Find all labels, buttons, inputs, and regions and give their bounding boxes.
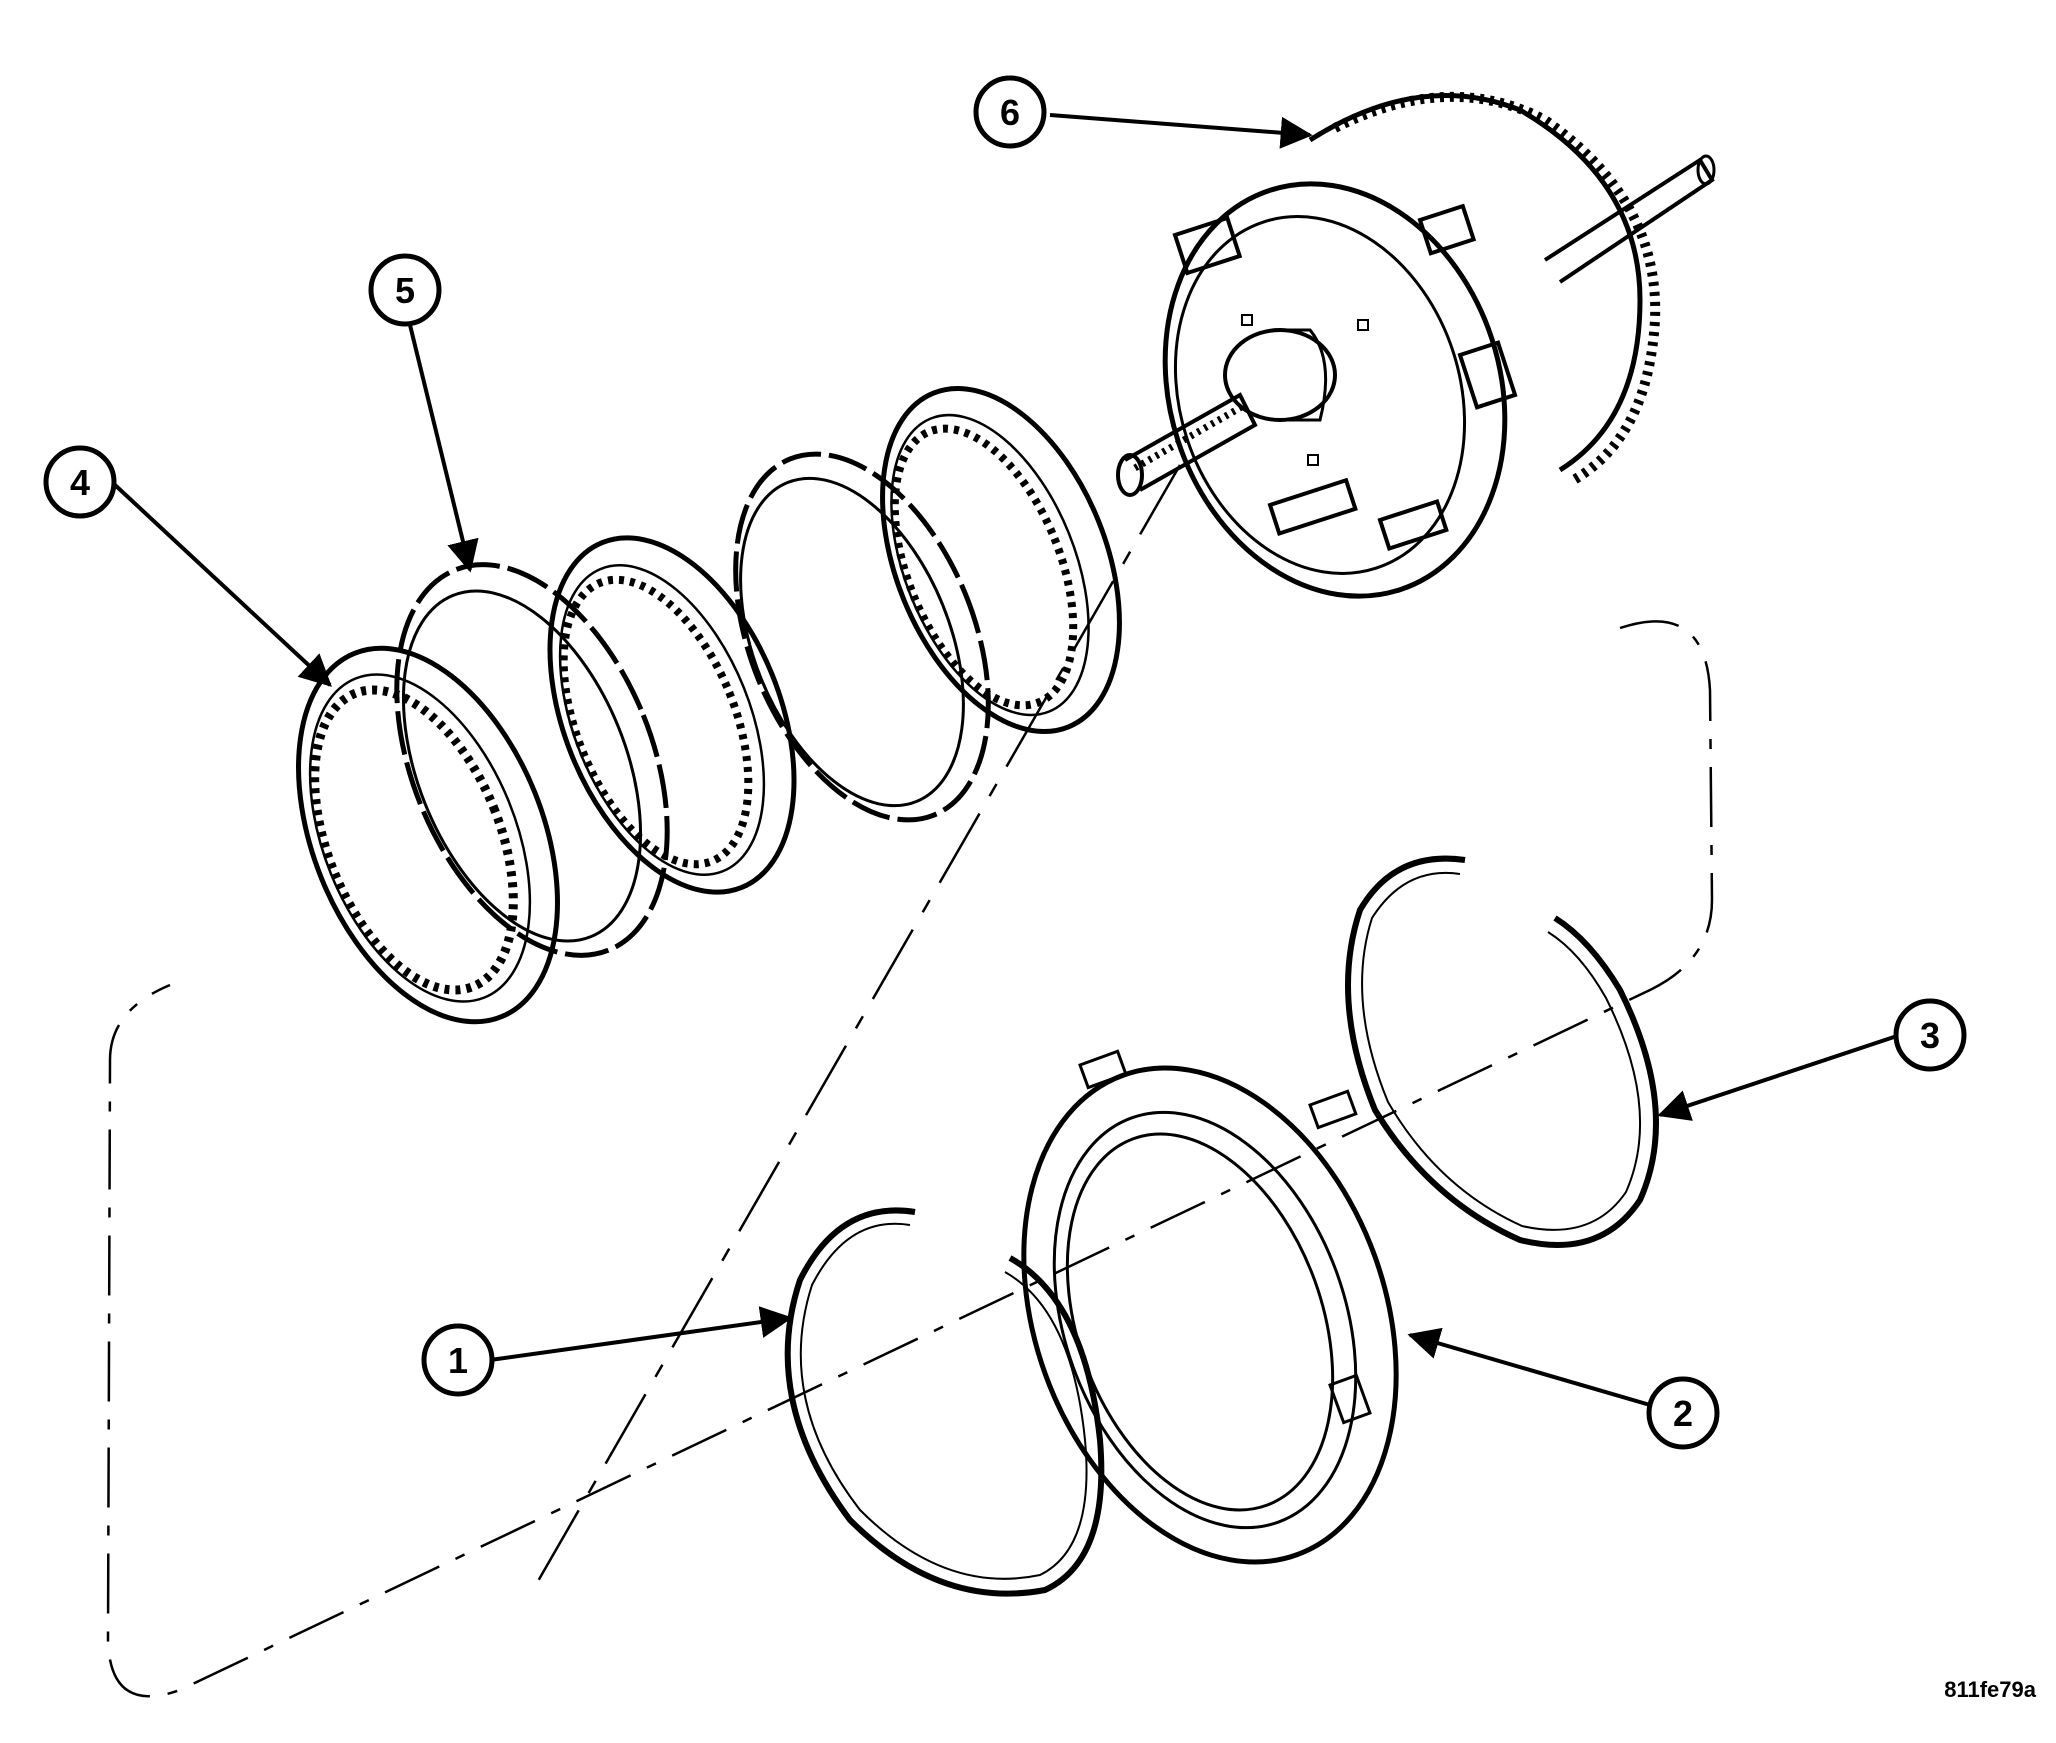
apply-plate <box>1021 1049 1399 1565</box>
callout-1: 1 <box>421 1323 495 1397</box>
callout-3: 3 <box>1893 998 1967 1072</box>
steel-plate-far <box>733 451 991 823</box>
leader-5 <box>408 324 479 573</box>
leader-6 <box>1049 113 1313 149</box>
leader-1 <box>489 1306 793 1362</box>
friction-disc-far <box>880 386 1122 734</box>
phantom-outline <box>106 620 1714 1698</box>
clutch-drum-assembly <box>1116 91 1716 599</box>
callout-6: 6 <box>973 75 1047 149</box>
leader-lines <box>113 113 1901 1407</box>
snap-ring-1 <box>784 1207 1105 1597</box>
steel-plate-near <box>394 562 670 958</box>
friction-disc-near <box>296 645 560 1025</box>
callout-5: 5 <box>368 253 442 327</box>
svg-text:6: 6 <box>1000 92 1020 133</box>
leader-3 <box>1657 1033 1901 1121</box>
svg-text:2: 2 <box>1673 1393 1693 1434</box>
clutch-pack <box>296 386 1122 1025</box>
svg-text:1: 1 <box>448 1340 468 1381</box>
wave-spring-3 <box>1345 855 1659 1248</box>
svg-text:5: 5 <box>395 270 415 311</box>
leader-2 <box>1407 1327 1651 1407</box>
leader-4 <box>113 483 332 687</box>
friction-disc-middle <box>547 535 797 895</box>
figure-id: 811fe79a <box>1944 1677 2036 1702</box>
callout-4: 4 <box>43 445 117 519</box>
center-axis <box>528 464 1182 1596</box>
callout-2: 2 <box>1646 1376 1720 1450</box>
svg-text:4: 4 <box>70 462 90 503</box>
svg-text:3: 3 <box>1920 1015 1940 1056</box>
